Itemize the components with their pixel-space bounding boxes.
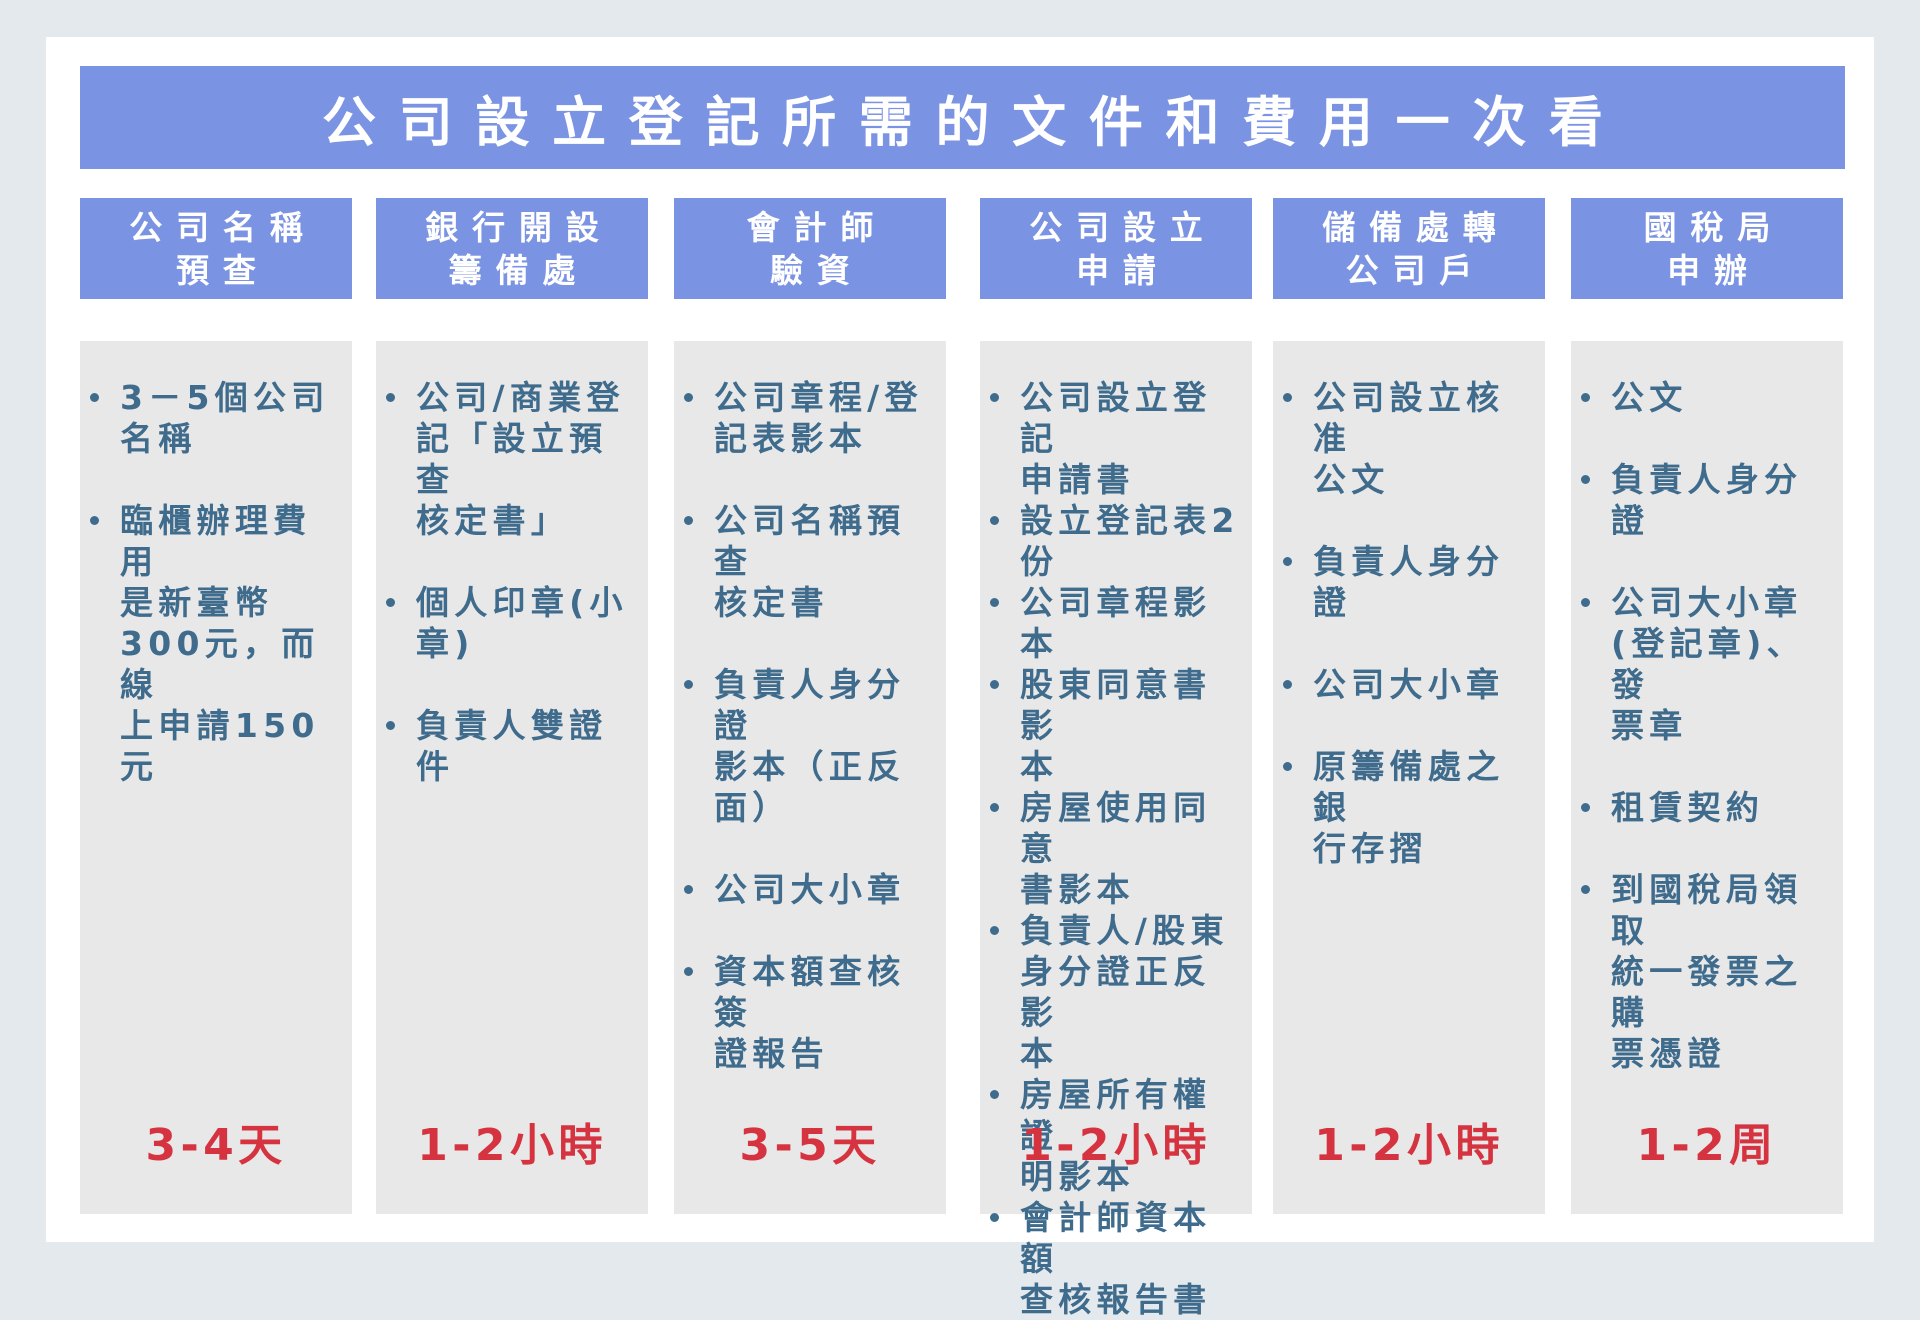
duration-label: 3-5天 — [739, 1120, 881, 1171]
duration-label: 1-2小時 — [1021, 1120, 1211, 1171]
infographic-card: 公司設立登記所需的文件和費用一次看 公司名稱 預查 3－5個公司 名稱 臨櫃辦理… — [46, 37, 1874, 1319]
list-item: 公司/商業登 記「設立預查 核定書」 — [386, 377, 648, 541]
list-item: 房屋使用同意 書影本 — [990, 787, 1252, 910]
header-line: 申辦 — [1667, 250, 1761, 290]
header-line: 公司名稱 — [129, 207, 317, 247]
list-item: 個人印章(小 章) — [386, 582, 648, 664]
document-list: 3－5個公司 名稱 臨櫃辦理費用 是新臺幣 300元，而線 上申請150元 — [80, 377, 352, 787]
header-line: 儲備處轉 — [1322, 207, 1510, 247]
list-item: 原籌備處之銀 行存摺 — [1283, 746, 1545, 869]
document-list: 公司設立登記 申請書 設立登記表2 份 公司章程影本 股東同意書影 本 房屋使用… — [980, 377, 1252, 1320]
column-header-account-transfer: 儲備處轉 公司戶 — [1273, 198, 1545, 299]
list-item: 公司設立核准 公文 — [1283, 377, 1545, 500]
list-item: 負責人身分證 — [1283, 541, 1545, 623]
column-header-name-check: 公司名稱 預查 — [80, 198, 352, 299]
list-item: 負責人雙證件 — [386, 705, 648, 787]
duration-label: 1-2周 — [1636, 1120, 1778, 1171]
list-item: 股東同意書影 本 — [990, 664, 1252, 787]
list-item: 公司名稱預查 核定書 — [684, 500, 946, 623]
list-item: 會計師資本額 查核報告書 — [990, 1197, 1252, 1320]
column-header-registration: 公司設立 申請 — [980, 198, 1252, 299]
list-item: 公文 — [1581, 377, 1843, 418]
column-body-account-transfer: 公司設立核准 公文 負責人身分證 公司大小章 原籌備處之銀 行存摺 1-2小時 — [1273, 341, 1545, 1214]
header-line: 銀行開設 — [425, 207, 613, 247]
document-list: 公司章程/登 記表影本 公司名稱預查 核定書 負責人身分證 影本（正反 面） 公… — [674, 377, 946, 1074]
column-header-bank-account: 銀行開設 籌備處 — [376, 198, 648, 299]
list-item: 公司大小章 — [684, 869, 946, 910]
list-item: 公司設立登記 申請書 — [990, 377, 1252, 500]
column-header-tax-bureau: 國稅局 申辦 — [1571, 198, 1843, 299]
title-banner: 公司設立登記所需的文件和費用一次看 — [80, 66, 1845, 169]
column-body-registration: 公司設立登記 申請書 設立登記表2 份 公司章程影本 股東同意書影 本 房屋使用… — [980, 341, 1252, 1319]
list-item: 到國稅局領取 統一發票之購 票憑證 — [1581, 869, 1843, 1074]
column-body-name-check: 3－5個公司 名稱 臨櫃辦理費用 是新臺幣 300元，而線 上申請150元 3-… — [80, 341, 352, 1214]
duration-label: 1-2小時 — [1314, 1120, 1504, 1171]
document-list: 公司設立核准 公文 負責人身分證 公司大小章 原籌備處之銀 行存摺 — [1273, 377, 1545, 869]
header-line: 驗資 — [770, 250, 864, 290]
list-item: 租賃契約 — [1581, 787, 1843, 828]
list-item: 負責人身分證 — [1581, 459, 1843, 541]
column-body-bank-account: 公司/商業登 記「設立預查 核定書」 個人印章(小 章) 負責人雙證件 1-2小… — [376, 341, 648, 1214]
page-title: 公司設立登記所需的文件和費用一次看 — [322, 91, 1626, 154]
list-item: 公司章程/登 記表影本 — [684, 377, 946, 459]
header-line: 預查 — [176, 250, 270, 290]
list-item: 3－5個公司 名稱 — [90, 377, 352, 459]
header-line: 公司設立 — [1029, 207, 1217, 247]
header-line: 公司戶 — [1345, 250, 1487, 290]
document-list: 公文 負責人身分證 公司大小章 (登記章)、發 票章 租賃契約 到國稅局領取 統… — [1571, 377, 1843, 1074]
list-item: 公司章程影本 — [990, 582, 1252, 664]
list-item: 房屋所有權證 明影本 — [990, 1074, 1252, 1197]
header-line: 會計師 — [746, 207, 888, 247]
list-item: 臨櫃辦理費用 是新臺幣 300元，而線 上申請150元 — [90, 500, 352, 787]
column-body-audit: 公司章程/登 記表影本 公司名稱預查 核定書 負責人身分證 影本（正反 面） 公… — [674, 341, 946, 1214]
header-line: 籌備處 — [448, 250, 590, 290]
column-body-tax-bureau: 公文 負責人身分證 公司大小章 (登記章)、發 票章 租賃契約 到國稅局領取 統… — [1571, 341, 1843, 1214]
list-item: 負責人/股東 身分證正反影 本 — [990, 910, 1252, 1074]
list-item: 設立登記表2 份 — [990, 500, 1252, 582]
document-list: 公司/商業登 記「設立預查 核定書」 個人印章(小 章) 負責人雙證件 — [376, 377, 648, 787]
list-item: 公司大小章 (登記章)、發 票章 — [1581, 582, 1843, 746]
header-line: 國稅局 — [1643, 207, 1785, 247]
list-item: 負責人身分證 影本（正反 面） — [684, 664, 946, 828]
list-item: 公司大小章 — [1283, 664, 1545, 705]
column-header-audit: 會計師 驗資 — [674, 198, 946, 299]
header-line: 申請 — [1076, 250, 1170, 290]
duration-label: 3-4天 — [145, 1120, 287, 1171]
duration-label: 1-2小時 — [417, 1120, 607, 1171]
list-item: 資本額查核簽 證報告 — [684, 951, 946, 1074]
